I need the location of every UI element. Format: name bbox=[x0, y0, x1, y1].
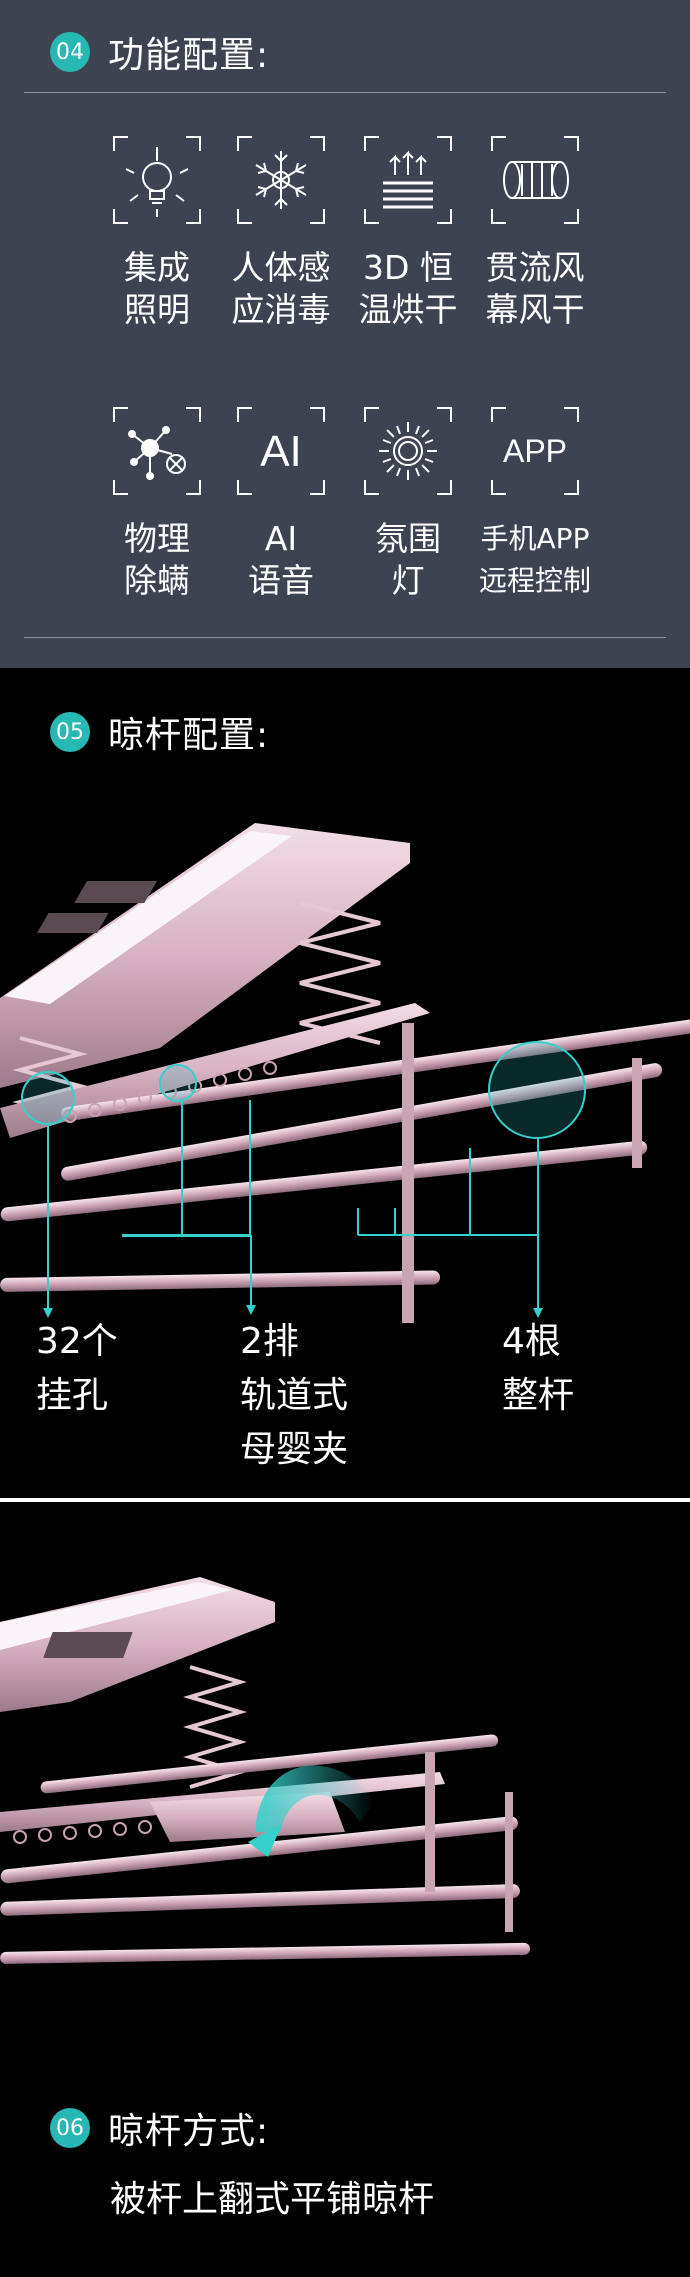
rod bbox=[40, 1734, 499, 1794]
hanging-rods bbox=[0, 1017, 690, 1292]
section-divider bbox=[0, 1498, 690, 1502]
section-title: 晾杆配置: bbox=[108, 715, 270, 756]
rotation-arrowhead bbox=[248, 1824, 282, 1857]
side-bracket bbox=[505, 1792, 513, 1932]
top-divider bbox=[24, 92, 666, 93]
callout-hanging-holes: 32个 挂孔 bbox=[36, 1321, 118, 1416]
highlight-hanging-holes bbox=[21, 1071, 75, 1125]
leader-arrows bbox=[43, 1305, 543, 1318]
ai-icon-text: AI bbox=[260, 427, 302, 476]
rod bbox=[0, 1270, 441, 1292]
mode-header: 06 晾杆方式: bbox=[50, 2102, 269, 2154]
section-number-badge: 04 bbox=[50, 32, 90, 72]
callout-full-rods: 4根 整杆 bbox=[502, 1321, 575, 1416]
side-bracket bbox=[425, 1752, 435, 1892]
clip-track bbox=[13, 1820, 152, 1844]
flipped-panel bbox=[150, 1792, 345, 1842]
app-icon: APP bbox=[488, 404, 582, 498]
bulb-icon bbox=[110, 133, 204, 227]
section-number-badge: 06 bbox=[50, 2108, 90, 2148]
app-icon-text: APP bbox=[503, 433, 567, 469]
vent-grille bbox=[74, 881, 158, 903]
rack-housing bbox=[0, 823, 410, 1088]
feature-ai-voice: AI AI 语音 bbox=[216, 404, 346, 602]
mite-removal-icon bbox=[110, 404, 204, 498]
feature-sterilize: 人体感 应消毒 bbox=[216, 133, 346, 331]
feature-heat-dry: 3D 恒 温烘干 bbox=[343, 133, 473, 331]
rod bbox=[61, 1063, 663, 1181]
side-bracket bbox=[632, 1058, 642, 1168]
ai-icon: AI bbox=[234, 404, 328, 498]
feature-label: 手机APP 远程控制 bbox=[478, 522, 591, 597]
vent-grille bbox=[43, 1632, 133, 1658]
bottom-divider bbox=[24, 637, 666, 638]
highlight-full-rods bbox=[488, 1041, 586, 1139]
side-bracket bbox=[402, 1023, 414, 1323]
callout-clip-tracks: 2排 轨道式 母婴夹 bbox=[240, 1321, 349, 1470]
heat-dry-icon bbox=[361, 133, 455, 227]
feature-label: 贯流风 幕风干 bbox=[485, 248, 585, 329]
feature-airflow: 贯流风 幕风干 bbox=[470, 133, 600, 331]
vent-grille bbox=[37, 913, 109, 933]
snowflake-icon bbox=[234, 133, 328, 227]
features-header: 04 功能配置: bbox=[50, 26, 269, 78]
section-subtitle: 被杆上翻式平铺晾杆 bbox=[110, 2179, 435, 2220]
section-title: 晾杆方式: bbox=[108, 2111, 270, 2152]
rod bbox=[60, 1017, 690, 1121]
feature-label: 人体感 应消毒 bbox=[231, 248, 331, 329]
feature-label: 氛围 灯 bbox=[375, 519, 441, 600]
feature-lighting: 集成 照明 bbox=[92, 133, 222, 331]
feature-label: 集成 照明 bbox=[124, 248, 190, 329]
flip-rack-illustration bbox=[0, 1577, 531, 1964]
airflow-icon bbox=[488, 133, 582, 227]
sun-light-icon bbox=[361, 404, 455, 498]
feature-label: 3D 恒 温烘干 bbox=[358, 248, 458, 329]
feature-ambient-light: 氛围 灯 bbox=[343, 404, 473, 602]
highlight-clip-tracks bbox=[159, 1064, 197, 1102]
leader-lines bbox=[47, 1100, 539, 1308]
feature-app-control: APP 手机APP 远程控制 bbox=[470, 404, 600, 602]
section-title: 功能配置: bbox=[108, 35, 270, 76]
clip-track bbox=[63, 1061, 277, 1123]
light-panel bbox=[4, 831, 292, 1004]
feature-label: AI 语音 bbox=[248, 519, 314, 600]
section-number-badge: 05 bbox=[50, 712, 90, 752]
rotation-arc bbox=[255, 1765, 375, 1832]
rod bbox=[0, 1884, 520, 1916]
rod bbox=[0, 1140, 648, 1222]
rack-header: 05 晾杆配置: bbox=[50, 706, 269, 758]
feature-mite-removal: 物理 除螨 bbox=[92, 404, 222, 602]
rod bbox=[0, 1942, 531, 1964]
rack-illustration bbox=[0, 823, 690, 1323]
features-section: 04 功能配置: 集成 照明 人体感 应消毒 bbox=[0, 0, 690, 668]
feature-label: 物理 除螨 bbox=[124, 519, 190, 600]
mode-section: 06 晾杆方式: 被杆上翻式平铺晾杆 bbox=[0, 1502, 690, 2277]
rack-section: 05 晾杆配置: bbox=[0, 668, 690, 1498]
